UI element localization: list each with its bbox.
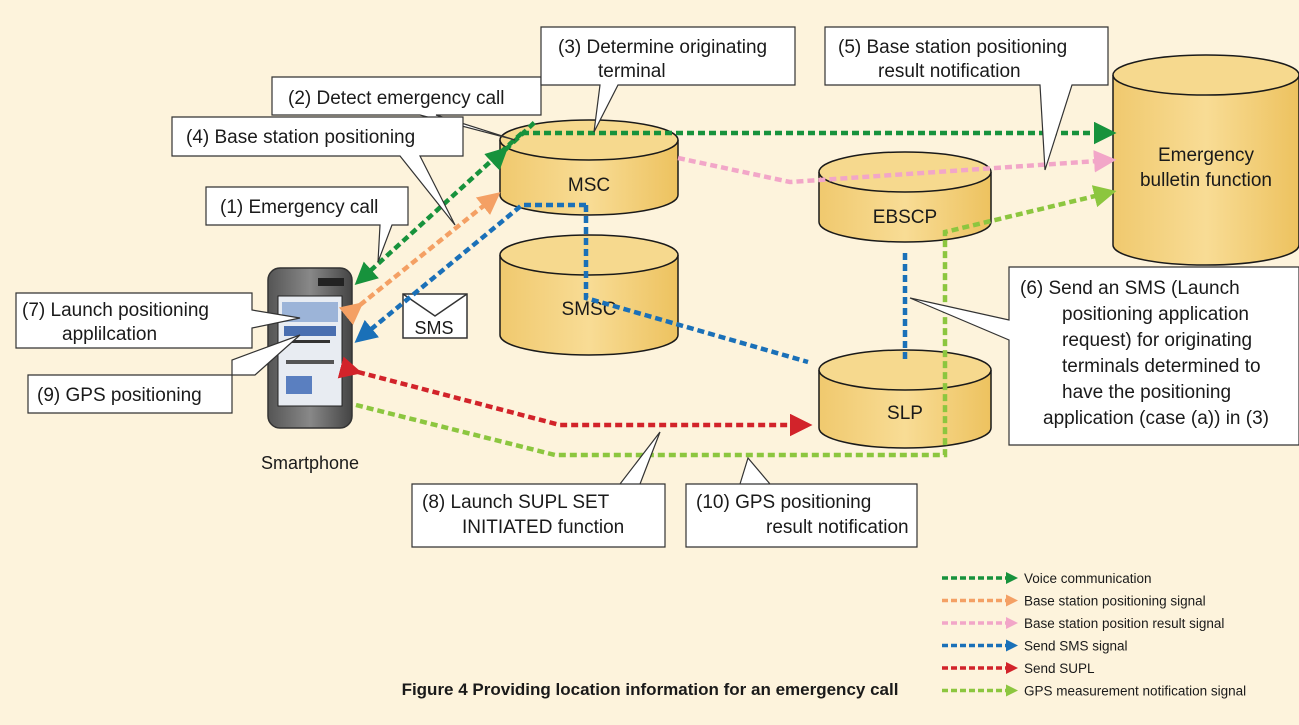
legend-arrowhead xyxy=(1006,617,1018,629)
callout-1: (1) Emergency call xyxy=(205,186,409,263)
callout-10: (10) GPS positioning result notification xyxy=(685,456,918,548)
sms-line xyxy=(358,202,908,365)
slp-database: SLP xyxy=(818,349,992,449)
gps-notify-line xyxy=(355,185,1117,458)
legend-arrowhead xyxy=(1006,594,1018,607)
legend-label: Base station positioning signal xyxy=(1024,594,1206,609)
callout-5-text-line2: result notification xyxy=(878,61,1021,82)
callout-8-text-line2: INITIATED function xyxy=(462,517,624,538)
legend-label: Send SUPL xyxy=(1024,661,1095,676)
callout-3-text-line1: (3) Determine originating xyxy=(558,37,767,58)
ebscp-label: EBSCP xyxy=(873,207,937,228)
callout-6-text-line4: terminals determined to xyxy=(1062,356,1261,377)
callout-6: (6) Send an SMS (Launch positioning appl… xyxy=(909,266,1299,446)
legend-arrowhead xyxy=(1006,639,1018,652)
bulletin-label-line1: Emergency xyxy=(1158,145,1255,166)
callout-7: (7) Launch positioning applilcation xyxy=(15,292,301,349)
msc-label: MSC xyxy=(568,175,610,196)
callout-6-text-line6: application (case (a)) in (3) xyxy=(1043,408,1269,429)
msc-database: MSC xyxy=(499,119,679,216)
supl-line xyxy=(337,356,813,437)
callout-8-text-line1: (8) Launch SUPL SET xyxy=(422,492,610,513)
callout-7-text-line1: (7) Launch positioning xyxy=(22,300,209,321)
callout-6-text-line1: (6) Send an SMS (Launch xyxy=(1020,278,1240,299)
bulletin-label-line2: bulletin function xyxy=(1140,170,1272,191)
legend-label: Base station position result signal xyxy=(1024,616,1224,631)
callout-3-text-line2: terminal xyxy=(598,61,666,82)
legend-label: GPS measurement notification signal xyxy=(1024,684,1246,699)
figure-caption: Figure 4 Providing location information … xyxy=(402,680,899,699)
sms-label: SMS xyxy=(414,318,453,338)
callout-6-text-line2: positioning application xyxy=(1062,304,1249,325)
callout-5: (5) Base station positioning result noti… xyxy=(824,26,1109,171)
callout-8: (8) Launch SUPL SET INITIATED function xyxy=(411,431,666,548)
legend-arrowhead xyxy=(1006,684,1018,697)
callout-5-text-line1: (5) Base station positioning xyxy=(838,37,1067,58)
ebscp-database: EBSCP xyxy=(818,151,992,243)
slp-label: SLP xyxy=(887,403,923,424)
bs-result-line xyxy=(677,150,1117,185)
callout-4-text: (4) Base station positioning xyxy=(186,127,415,148)
callout-10-text-line2: result notification xyxy=(766,517,909,538)
callout-2-text: (2) Detect emergency call xyxy=(288,88,504,109)
voice-arrow-msc xyxy=(484,120,537,171)
legend-label: Send SMS signal xyxy=(1024,639,1128,654)
legend-item: Voice communication xyxy=(942,571,1152,586)
callout-6-text-line5: have the positioning xyxy=(1062,382,1231,403)
callout-9-text: (9) GPS positioning xyxy=(37,385,202,406)
bulletin-database: Emergency bulletin function xyxy=(1112,54,1299,266)
legend-item: Send SUPL xyxy=(942,661,1095,676)
smartphone-icon xyxy=(267,267,353,429)
legend-item: Base station position result signal xyxy=(942,616,1224,631)
legend-item: Base station positioning signal xyxy=(942,594,1206,609)
callout-1-text: (1) Emergency call xyxy=(220,197,378,218)
smsc-database: SMSC xyxy=(499,234,679,356)
legend-item: GPS measurement notification signal xyxy=(942,684,1246,699)
legend-item: Send SMS signal xyxy=(942,639,1128,654)
callout-3: (3) Determine originating terminal xyxy=(540,26,796,133)
callout-6-text-line3: request) for originating xyxy=(1062,330,1252,351)
legend-label: Voice communication xyxy=(1024,571,1152,586)
callout-4: (4) Base station positioning xyxy=(171,116,464,226)
callout-9: (9) GPS positioning xyxy=(27,334,301,414)
legend-arrowhead xyxy=(1006,572,1018,584)
callout-10-text-line1: (10) GPS positioning xyxy=(696,492,871,513)
smartphone-label: Smartphone xyxy=(261,453,359,473)
bs-positioning-line xyxy=(338,192,501,326)
legend-arrowhead xyxy=(1006,662,1018,674)
callout-7-text-line2: applilcation xyxy=(62,324,157,345)
